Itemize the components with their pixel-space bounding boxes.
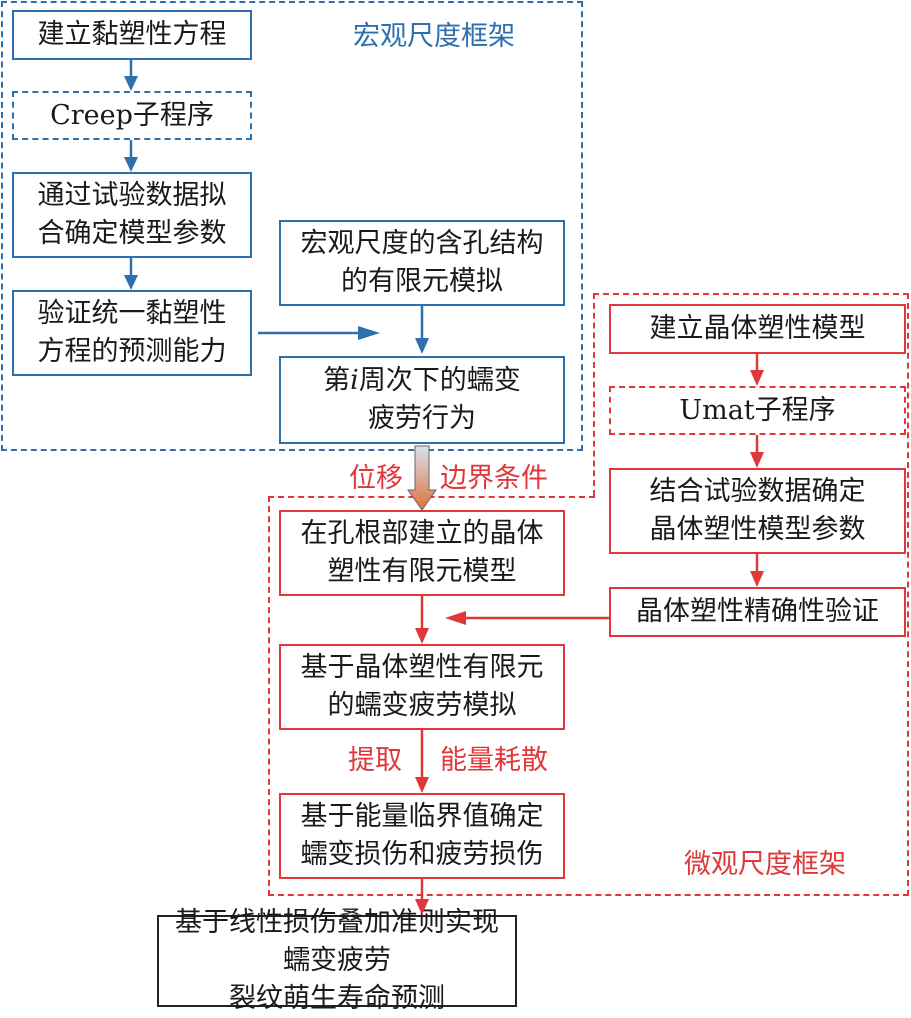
box-text-line1: 第i周次下的蠕变: [323, 362, 521, 400]
box-text-line2: 的蠕变疲劳模拟: [327, 690, 517, 721]
box-text-line2: 合确定模型参数: [37, 218, 227, 249]
box-umat-subroutine: Umat子程序: [609, 386, 906, 435]
box-text-line1: 基于能量临界值确定: [300, 801, 544, 832]
micro-frame-top-right: [593, 293, 909, 295]
box-verify-prediction-ability: 验证统一黏塑性 方程的预测能力: [12, 290, 252, 376]
box-text: 晶体塑性精确性验证: [636, 596, 879, 627]
box-energy-threshold-damage: 基于能量临界值确定 蠕变损伤和疲劳损伤: [279, 793, 565, 879]
box-text-line1: 基于线性损伤叠加准则实现蠕变疲劳: [175, 907, 499, 976]
micro-frame-left: [268, 496, 270, 896]
box-text: Creep子程序: [50, 99, 214, 131]
box-determine-cp-parameters: 结合试验数据确定 晶体塑性模型参数: [609, 468, 906, 554]
box-crack-initiation-life-prediction: 基于线性损伤叠加准则实现蠕变疲劳 裂纹萌生寿命预测: [157, 907, 517, 1014]
micro-frame-label: 微观尺度框架: [684, 849, 846, 880]
box-creep-fatigue-behavior: 第i周次下的蠕变 疲劳行为: [279, 356, 565, 444]
text-italic-i: i: [350, 365, 359, 396]
box-establish-crystal-plasticity-model: 建立晶体塑性模型: [609, 304, 906, 354]
box-creep-subroutine: Creep子程序: [12, 91, 252, 140]
box-text-line2: 塑性有限元模型: [327, 556, 517, 587]
box-cp-fe-creep-fatigue-simulation: 基于晶体塑性有限元 的蠕变疲劳模拟: [279, 644, 565, 730]
label-boundary-conditions: 边界条件: [440, 463, 548, 494]
box-hole-root-cp-fe-model: 在孔根部建立的晶体 塑性有限元模型: [279, 510, 565, 596]
macro-scale-frame: [1, 1, 583, 451]
box-macro-fe-simulation: 宏观尺度的含孔结构 的有限元模拟: [279, 220, 565, 306]
label-displacement: 位移: [349, 463, 403, 494]
text-prefix: 第: [323, 365, 351, 396]
label-energy-dissipation: 能量耗散: [440, 745, 548, 776]
box-text-line2: 蠕变损伤和疲劳损伤: [300, 839, 544, 870]
box-text-line1: 结合试验数据确定: [649, 476, 866, 507]
micro-frame-step-vertical: [593, 293, 595, 496]
box-cp-accuracy-verification: 晶体塑性精确性验证: [609, 587, 906, 637]
box-text-line2: 方程的预测能力: [37, 336, 227, 367]
box-text-line2: 晶体塑性模型参数: [649, 514, 866, 545]
box-fit-model-parameters: 通过试验数据拟 合确定模型参数: [12, 172, 252, 258]
box-text-line1: 通过试验数据拟: [37, 180, 227, 211]
box-text-line1: 基于晶体塑性有限元: [300, 652, 544, 683]
box-text-line1: 宏观尺度的含孔结构: [300, 228, 544, 259]
micro-scale-frame: [268, 293, 909, 896]
box-text-line2: 的有限元模拟: [341, 266, 503, 297]
box-text-line1: 在孔根部建立的晶体: [300, 518, 544, 549]
label-extract: 提取: [348, 745, 402, 776]
box-establish-viscoplastic-equation: 建立黏塑性方程: [12, 10, 252, 60]
box-text: 建立晶体塑性模型: [649, 313, 866, 344]
box-text-line2: 疲劳行为: [368, 403, 476, 434]
micro-frame-step-horizontal: [268, 496, 595, 498]
box-text: 建立黏塑性方程: [37, 19, 227, 50]
text-suffix: 周次下的蠕变: [358, 365, 521, 396]
macro-frame-label: 宏观尺度框架: [353, 21, 515, 52]
box-text: Umat子程序: [679, 394, 836, 426]
box-text-line2: 裂纹萌生寿命预测: [229, 983, 445, 1014]
box-text-line1: 验证统一黏塑性: [37, 298, 227, 329]
